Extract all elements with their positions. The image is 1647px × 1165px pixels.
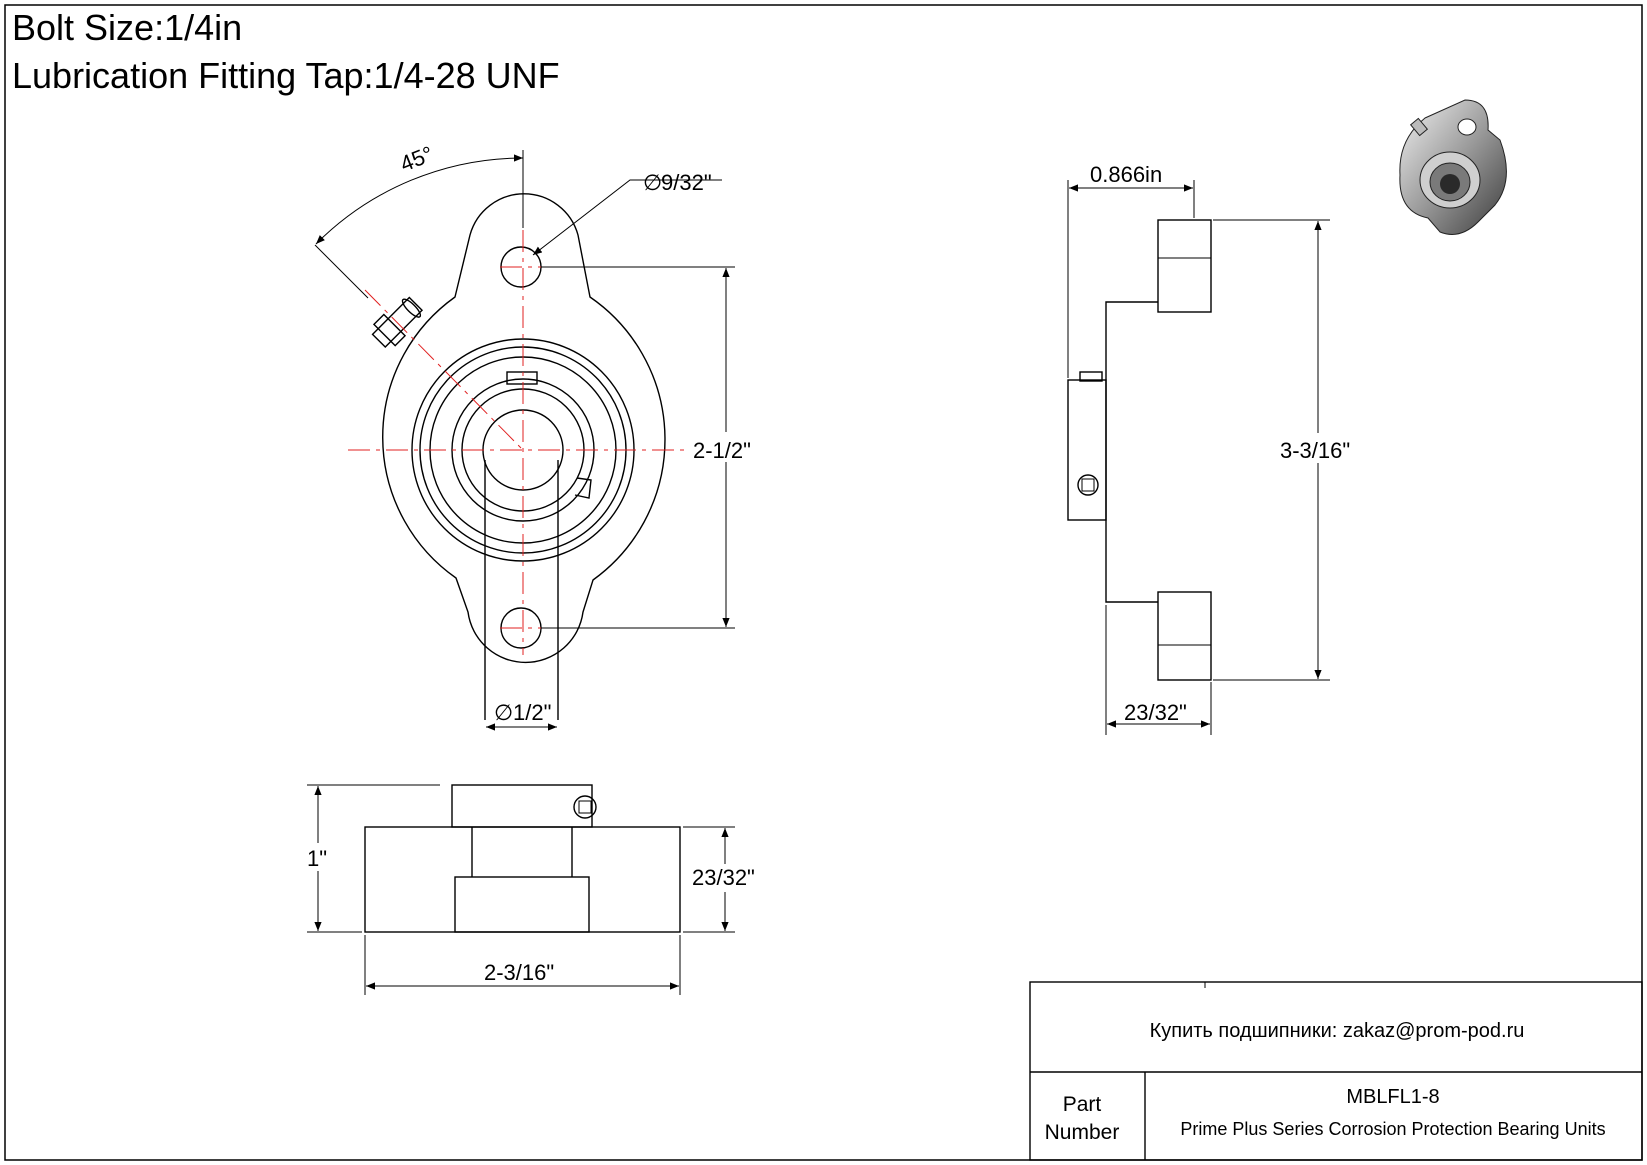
hole-dia-symbol: ∅ [643, 170, 662, 195]
part-description: Prime Plus Series Corrosion Protection B… [1180, 1119, 1605, 1139]
isometric-thumbnail [1399, 99, 1507, 235]
side-flange-bottom [1157, 591, 1212, 681]
part-label-line1: Part [1063, 1093, 1102, 1116]
bottom-collar [451, 784, 593, 828]
lubrication-note: Lubrication Fitting Tap:1/4-28 UNF [12, 55, 560, 96]
front-dimensions [314, 150, 735, 731]
set-screw-side [574, 477, 592, 499]
bottom-view [364, 784, 681, 933]
bore-dia-symbol: ∅ [494, 700, 513, 725]
set-screw-boss [506, 371, 538, 385]
depth-label: 0.866in [1090, 162, 1162, 187]
bottom-width-label: 2-3/16" [484, 960, 554, 985]
hole-dia-label: 9/32" [661, 170, 712, 195]
title-block [1029, 981, 1643, 1161]
bottom-bore-relief [454, 876, 590, 933]
title-block-frame [1029, 981, 1643, 1161]
front-view [371, 193, 666, 720]
side-inner-ring [1067, 379, 1107, 521]
height-label: 3-3/16" [1280, 438, 1350, 463]
part-number: MBLFL1-8 [1346, 1086, 1439, 1108]
bore-dia-label: 1/2" [513, 700, 551, 725]
front-centerlines [348, 230, 695, 655]
side-flange-label: 23/32" [1124, 700, 1187, 725]
side-set-screw [1077, 474, 1099, 496]
flange-outline [382, 193, 666, 664]
part-label-line2: Number [1045, 1121, 1120, 1144]
bolt-size-note: Bolt Size:1/4in [12, 7, 243, 48]
side-set-screw-top [1079, 371, 1103, 382]
side-housing-body [1105, 301, 1158, 603]
angle-label: 45° [397, 141, 437, 177]
bottom-flange-label: 23/32" [692, 865, 755, 890]
bolt-spacing-label: 2-1/2" [693, 438, 751, 463]
bottom-height-label: 1" [307, 846, 327, 871]
hole-leader [532, 179, 722, 256]
bottom-flange [364, 826, 681, 933]
center-line-diagonal [364, 289, 524, 451]
angle-dimension-arc [315, 154, 524, 245]
bottom-set-screw [573, 795, 597, 819]
contact-text: Купить подшипники: zakaz@prom-pod.ru [1150, 1020, 1525, 1042]
side-view [1067, 219, 1212, 681]
sheet-border [4, 4, 1643, 1161]
side-flange-top [1157, 219, 1212, 313]
